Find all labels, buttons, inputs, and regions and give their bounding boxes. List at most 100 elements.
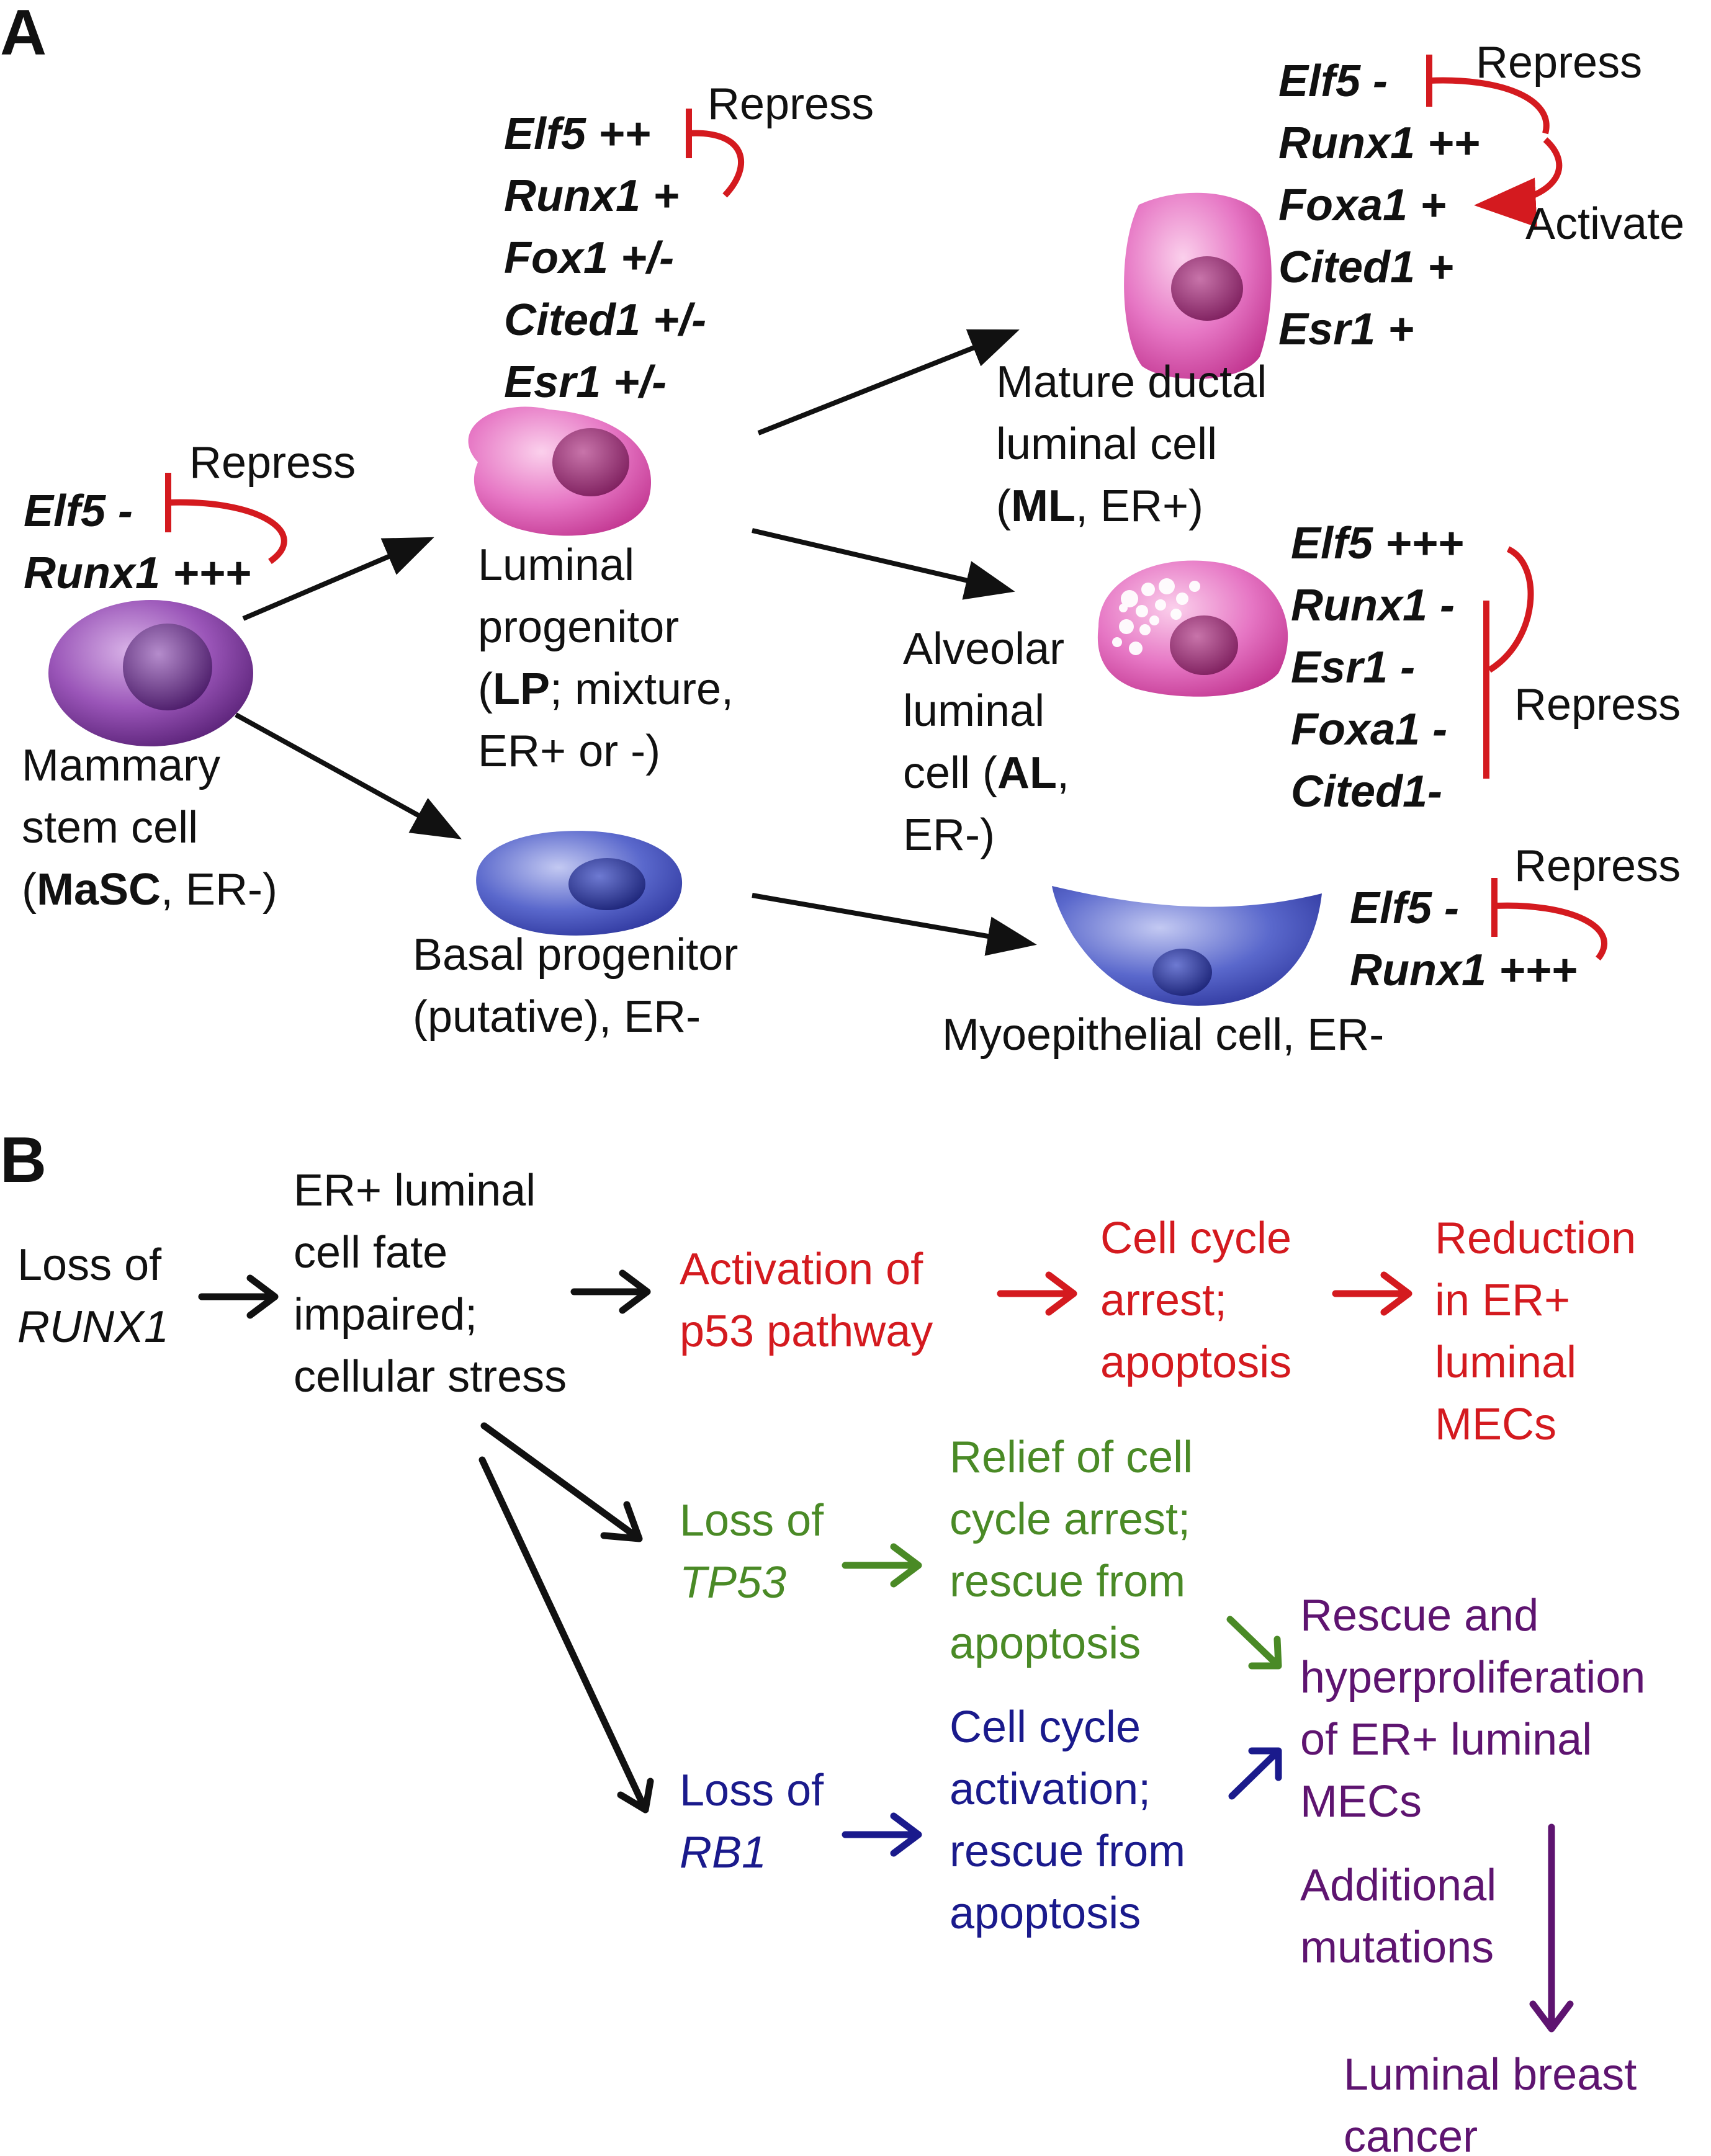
ml-genes: Elf5 - Runx1 ++ Foxa1 + Cited1 + Esr1 + xyxy=(1278,56,1480,354)
lp-gene-elf5: Elf5 ++ xyxy=(504,109,650,159)
additional-mutations: Additional mutations xyxy=(1300,1861,1496,1972)
arrow-fate-to-tp53 xyxy=(480,1422,643,1542)
svg-text:apoptosis: apoptosis xyxy=(950,1889,1141,1938)
ml-gene-cited1: Cited1 + xyxy=(1278,243,1453,292)
svg-text:Cell cycle: Cell cycle xyxy=(1100,1214,1291,1263)
al-gene-esr1: Esr1 - xyxy=(1291,643,1415,692)
loss-runx1: Loss of RUNX1 xyxy=(17,1240,169,1352)
svg-text:MECs: MECs xyxy=(1435,1400,1556,1449)
basal-progenitor-cell-icon xyxy=(476,831,683,936)
al-gene-foxa1: Foxa1 - xyxy=(1291,705,1447,754)
al-gene-runx1: Runx1 - xyxy=(1291,581,1455,630)
mature-ductal-cell-icon xyxy=(1124,192,1272,379)
alveolar-cell-icon xyxy=(1097,560,1288,697)
svg-text:Additional: Additional xyxy=(1300,1861,1496,1910)
svg-text:Alveolar: Alveolar xyxy=(903,624,1064,674)
svg-text:Reduction: Reduction xyxy=(1435,1214,1636,1263)
svg-text:impaired;: impaired; xyxy=(294,1290,477,1340)
luminal-breast-cancer: Luminal breast cancer xyxy=(1344,2050,1637,2156)
svg-text:cellular stress: cellular stress xyxy=(294,1352,567,1402)
loss-rb1: Loss of RB1 xyxy=(680,1766,824,1877)
arrow-masc-to-basal xyxy=(235,712,462,839)
arrow-basal-to-myo xyxy=(752,893,1037,956)
masc-gene-runx1: Runx1 +++ xyxy=(24,548,251,598)
svg-text:Loss of: Loss of xyxy=(680,1766,824,1815)
ml-gene-foxa1: Foxa1 + xyxy=(1278,181,1446,230)
svg-text:mutations: mutations xyxy=(1300,1923,1494,1972)
svg-text:Basal progenitor: Basal progenitor xyxy=(413,930,738,980)
lp-genes: Elf5 ++ Runx1 + Fox1 +/- Cited1 +/- Esr1… xyxy=(504,109,706,407)
p53-activation: Activation of p53 pathway xyxy=(680,1245,933,1356)
ml-repress-inhibitor: Repress xyxy=(1426,38,1642,135)
myo-repress-inhibitor: Repress xyxy=(1491,841,1681,961)
masc-repress-inhibitor: Repress xyxy=(165,438,356,565)
svg-text:Activation of: Activation of xyxy=(680,1245,923,1294)
svg-text:arrest;: arrest; xyxy=(1100,1276,1227,1325)
svg-text:Luminal breast: Luminal breast xyxy=(1344,2050,1637,2100)
svg-text:in ER+: in ER+ xyxy=(1435,1276,1570,1325)
svg-text:RUNX1: RUNX1 xyxy=(17,1302,169,1352)
svg-text:cell fate: cell fate xyxy=(294,1228,447,1277)
green-arrows xyxy=(842,1543,1282,1670)
svg-text:Cell cycle: Cell cycle xyxy=(950,1702,1141,1752)
svg-text:of ER+ luminal: of ER+ luminal xyxy=(1300,1715,1592,1765)
svg-text:luminal: luminal xyxy=(1435,1338,1576,1387)
svg-text:(MaSC, ER-): (MaSC, ER-) xyxy=(22,865,277,915)
arrow-masc-to-lp xyxy=(242,537,434,621)
arrow-runx1-to-fate xyxy=(198,1274,279,1319)
svg-text:MECs: MECs xyxy=(1300,1777,1422,1827)
svg-text:(ML, ER+): (ML, ER+) xyxy=(996,481,1203,531)
lp-gene-runx1: Runx1 + xyxy=(504,171,679,221)
svg-text:Loss of: Loss of xyxy=(17,1240,162,1290)
myoepithelial-cell-icon xyxy=(1052,886,1322,1006)
lp-repress-label: Repress xyxy=(707,79,874,129)
al-label: Alveolar luminal cell (AL, ER-) xyxy=(903,624,1069,860)
panel-a-label: A xyxy=(0,0,47,69)
lp-repress-inhibitor: Repress xyxy=(686,79,874,198)
myo-genes: Elf5 - Runx1 +++ xyxy=(1350,883,1577,995)
luminal-progenitor-cell-icon xyxy=(468,406,652,536)
svg-text:apoptosis: apoptosis xyxy=(1100,1338,1291,1387)
svg-text:Relief of cell: Relief of cell xyxy=(950,1433,1193,1482)
er-fate-impaired: ER+ luminal cell fate impaired; cellular… xyxy=(294,1166,567,1402)
ml-gene-runx1: Runx1 ++ xyxy=(1278,119,1480,168)
myo-gene-runx1: Runx1 +++ xyxy=(1350,946,1577,995)
arrow-arrest-to-reduction xyxy=(1332,1271,1412,1316)
differentiation-arrows xyxy=(235,329,1037,956)
al-repress-label: Repress xyxy=(1514,680,1681,730)
al-gene-cited1: Cited1- xyxy=(1291,767,1442,816)
svg-text:apoptosis: apoptosis xyxy=(950,1619,1141,1668)
svg-text:(LP; mixture,: (LP; mixture, xyxy=(478,664,734,714)
arrow-relief-to-rescue xyxy=(1226,1616,1282,1670)
stem-cell-icon xyxy=(48,600,253,746)
svg-text:ER+ or -): ER+ or -) xyxy=(478,727,660,776)
arrow-tp53-to-relief xyxy=(842,1543,922,1588)
myo-repress-label: Repress xyxy=(1514,841,1681,891)
ml-gene-elf5: Elf5 - xyxy=(1278,56,1388,106)
svg-text:Mammary: Mammary xyxy=(22,741,220,790)
myo-label: Myoepithelial cell, ER- xyxy=(942,1010,1384,1060)
svg-text:activation;: activation; xyxy=(950,1765,1151,1814)
masc-genes: Elf5 - Runx1 +++ xyxy=(24,486,251,598)
svg-text:(putative), ER-: (putative), ER- xyxy=(413,992,701,1042)
svg-text:luminal cell: luminal cell xyxy=(996,419,1217,469)
al-gene-elf5: Elf5 +++ xyxy=(1291,519,1463,568)
ml-activate-arrow: Activate xyxy=(1474,137,1684,249)
svg-text:Luminal: Luminal xyxy=(478,540,634,590)
svg-text:stem cell: stem cell xyxy=(22,803,198,852)
arrow-lp-to-ml xyxy=(757,329,1020,436)
arrow-rb1-to-activation xyxy=(842,1812,922,1857)
lp-gene-fox1: Fox1 +/- xyxy=(504,233,674,283)
lp-gene-cited1: Cited1 +/- xyxy=(504,295,706,345)
svg-text:hyperproliferation: hyperproliferation xyxy=(1300,1653,1645,1702)
svg-text:cancer: cancer xyxy=(1344,2112,1478,2156)
svg-text:ER-): ER-) xyxy=(903,810,995,860)
al-repress-inhibitor: Repress xyxy=(1483,546,1681,779)
svg-text:luminal: luminal xyxy=(903,686,1044,736)
arrow-rescue-to-cancer xyxy=(1529,1823,1574,2033)
red-arrows xyxy=(997,1271,1412,1316)
svg-text:ER+ luminal: ER+ luminal xyxy=(294,1166,536,1215)
arrow-activation-to-rescue xyxy=(1228,1747,1282,1800)
ml-activate-label: Activate xyxy=(1525,199,1684,249)
svg-text:rescue from: rescue from xyxy=(950,1557,1185,1606)
